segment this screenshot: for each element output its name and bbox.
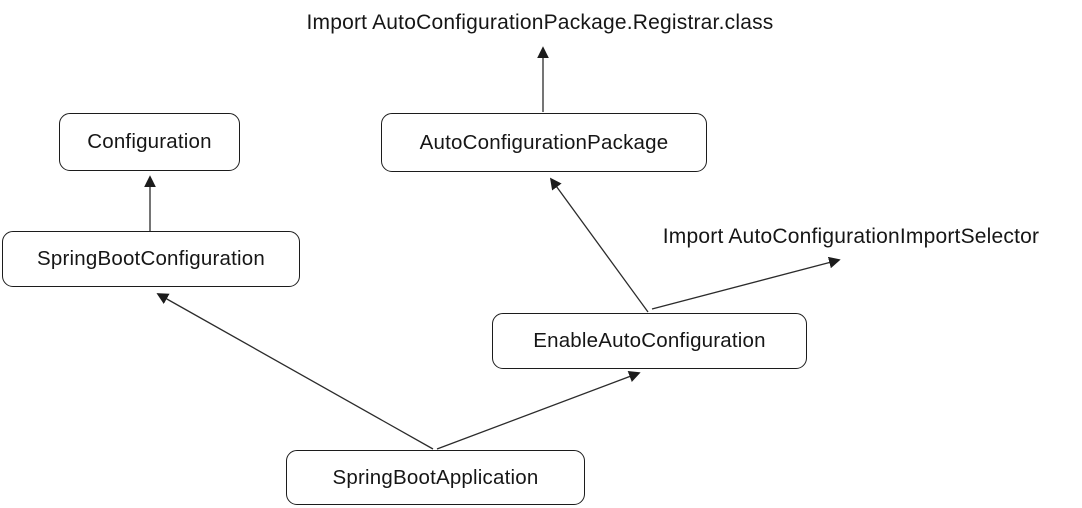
node-configuration: Configuration <box>59 113 240 171</box>
import-registrar-annotation: Import AutoConfigurationPackage.Registra… <box>306 11 774 34</box>
node-springbootconfiguration: SpringBootConfiguration <box>2 231 300 287</box>
node-springbootapplication: SpringBootApplication <box>286 450 585 505</box>
arrow-springbootapplication-to-springbootconfiguration <box>156 293 434 450</box>
import-selector-annotation: Import AutoConfigurationImportSelector <box>662 225 1040 248</box>
node-autoconfigurationpackage: AutoConfigurationPackage <box>381 113 707 172</box>
arrow-enableautoconfiguration-to-import-selector <box>651 256 841 310</box>
arrow-springbootapplication-to-enableautoconfiguration <box>436 371 641 450</box>
node-enableautoconfiguration: EnableAutoConfiguration <box>492 313 807 369</box>
